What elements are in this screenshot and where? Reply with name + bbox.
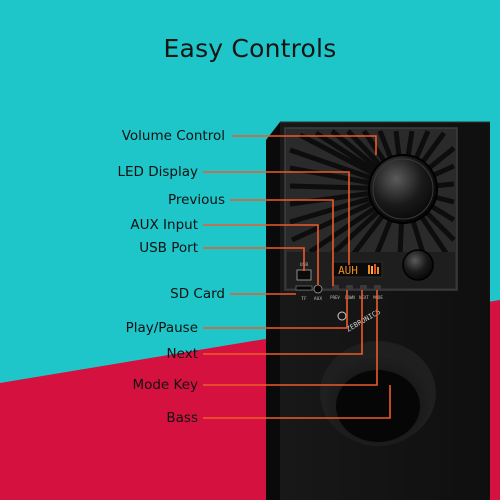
line-usb-port (203, 247, 305, 271)
volume-knob (368, 154, 438, 224)
tf-panel-label: TF (301, 296, 307, 302)
line-aux-input (203, 224, 319, 285)
callout-usb-port: USB Port (139, 240, 198, 256)
callout-led-display: LED Display (117, 164, 199, 180)
line-bass (203, 385, 391, 419)
line-play-pause (203, 290, 348, 329)
line-volume-control (232, 135, 377, 155)
line-next (203, 290, 363, 355)
page-title: Easy Controls (163, 34, 337, 63)
next-button (360, 285, 367, 290)
callout-play-pause: Play/Pause (125, 320, 198, 336)
next-panel-label: NEXT (359, 295, 369, 300)
line-previous (230, 199, 334, 286)
mode-button (374, 285, 381, 290)
callout-volume-control: Volume Control (121, 128, 225, 144)
mode-panel-label: MODE (373, 295, 383, 300)
brand-logo-icon (337, 311, 347, 321)
callout-mode-key: Mode Key (132, 377, 198, 393)
sd-slot (295, 285, 313, 291)
callout-previous: Previous (167, 192, 225, 208)
play-button (346, 285, 353, 290)
callout-next: Next (166, 346, 198, 362)
callout-sd-card: SD Card (170, 286, 225, 302)
line-led-display (203, 171, 350, 265)
prev-button (332, 285, 339, 290)
callout-aux-input: AUX Input (130, 217, 198, 233)
mode-knob (402, 249, 434, 281)
led-display-text: AUH (338, 264, 358, 277)
cabinet-side (266, 122, 280, 500)
callout-bass: Bass (166, 410, 198, 426)
down-panel-label: DOWN (345, 295, 355, 300)
aux-panel-label: AUX (314, 296, 322, 302)
prev-panel-label: PREV (330, 295, 340, 300)
line-mode-key (203, 290, 378, 386)
